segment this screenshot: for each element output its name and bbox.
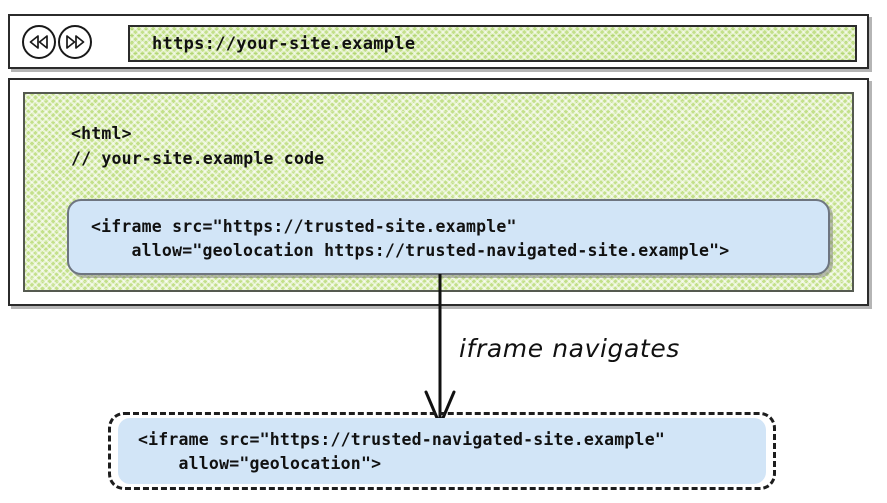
- top-level-document: <html> // your-site.example code <iframe…: [23, 92, 854, 292]
- address-bar-value: https://your-site.example: [152, 33, 416, 54]
- navigated-iframe-code-line-1: <iframe src="https://trusted-navigated-s…: [138, 430, 665, 449]
- navigation-annotation-label: iframe navigates: [459, 334, 680, 363]
- browser-viewport: <html> // your-site.example code <iframe…: [8, 78, 869, 306]
- embedded-iframe-code-line-2: allow="geolocation https://trusted-navig…: [91, 241, 730, 260]
- forward-button[interactable]: [58, 25, 92, 59]
- browser-toolbar: https://your-site.example: [8, 14, 869, 69]
- embedded-iframe-code-line-1: <iframe src="https://trusted-site.exampl…: [91, 217, 517, 236]
- rewind-icon: [29, 35, 49, 49]
- back-button[interactable]: [22, 25, 56, 59]
- embedded-iframe-element: <iframe src="https://trusted-site.exampl…: [67, 199, 830, 275]
- navigated-iframe-element: <iframe src="https://trusted-navigated-s…: [118, 418, 766, 484]
- navigated-iframe-outline: [108, 412, 776, 490]
- address-bar[interactable]: https://your-site.example: [128, 25, 857, 62]
- navigated-iframe-code-line-2: allow="geolocation">: [138, 454, 382, 473]
- page-code-line-2: // your-site.example code: [71, 149, 325, 168]
- fast-forward-icon: [65, 35, 85, 49]
- page-code-line-1: <html>: [71, 124, 132, 143]
- navigation-button-group: [22, 25, 92, 59]
